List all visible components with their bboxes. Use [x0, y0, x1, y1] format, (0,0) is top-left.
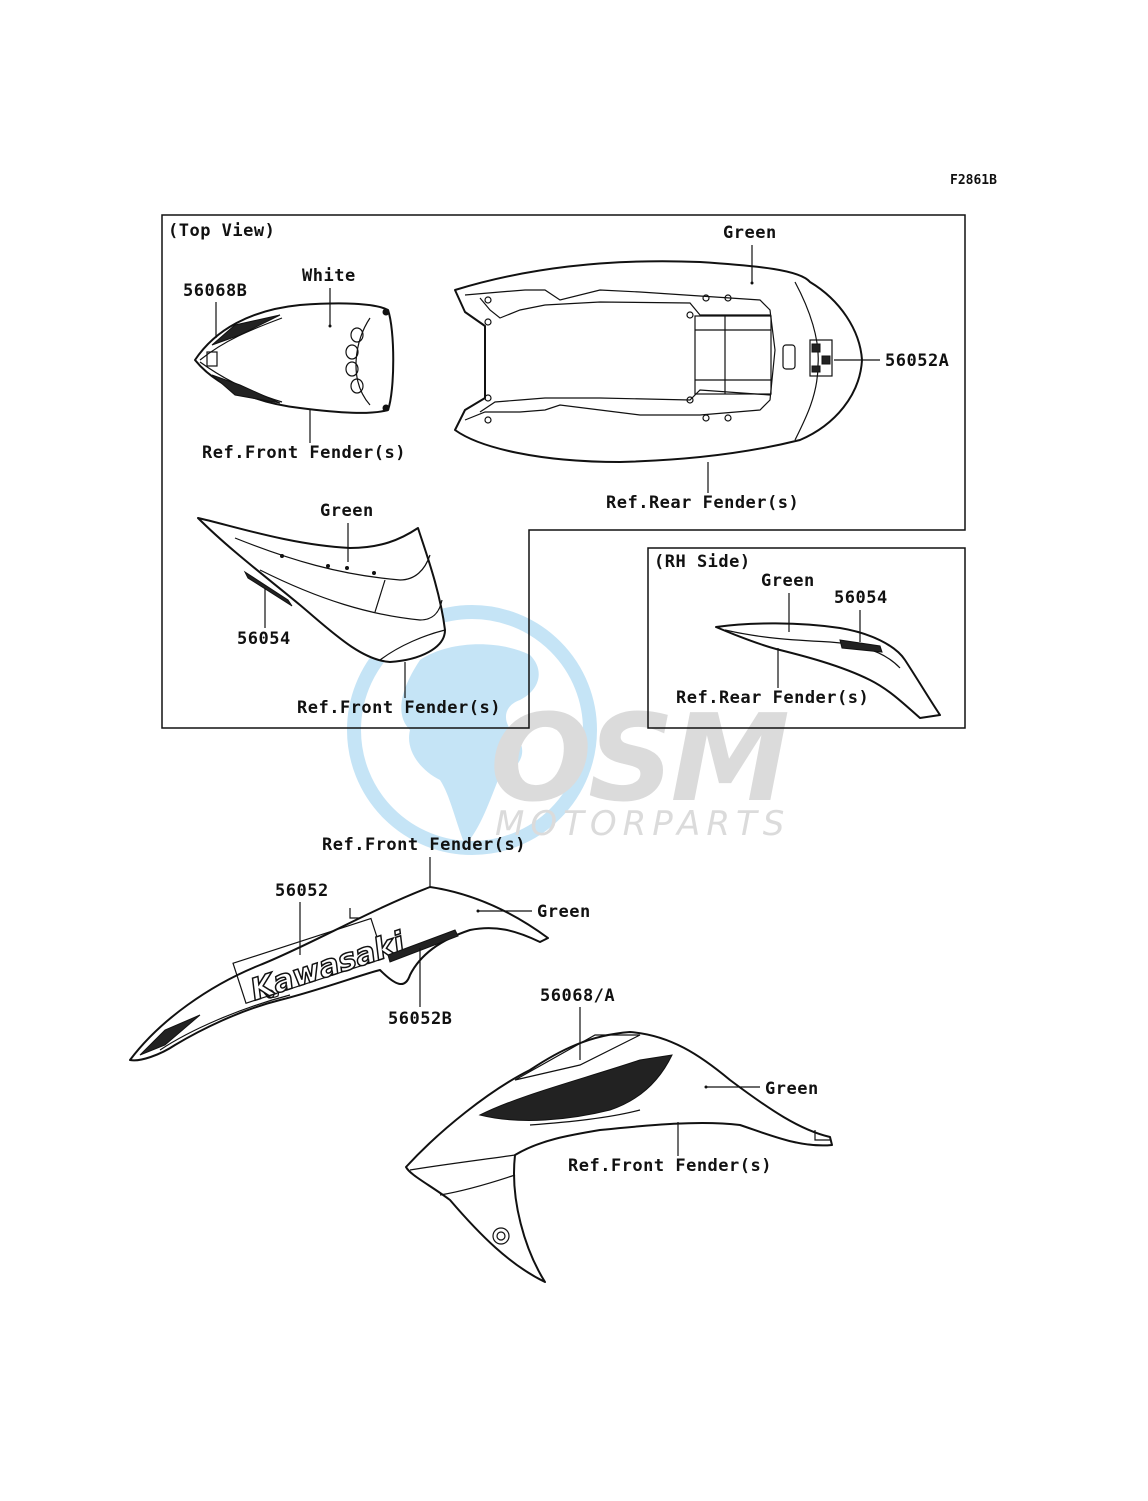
label-ref-front-fender-4: Ref.Front Fender(s) [568, 1156, 772, 1176]
label-ref-front-fender-3: Ref.Front Fender(s) [322, 835, 526, 855]
label-green-shroud: Green [765, 1079, 819, 1099]
label-ref-rear-fender-2: Ref.Rear Fender(s) [676, 688, 869, 708]
top-view-title: (Top View) [168, 221, 275, 241]
watermark-tagline: MOTORPARTS [495, 804, 790, 844]
label-56054-rh: 56054 [834, 588, 888, 608]
rh-side-title: (RH Side) [654, 552, 751, 572]
label-white: White [302, 266, 356, 286]
label-ref-rear-fender-1: Ref.Rear Fender(s) [606, 493, 799, 513]
label-ref-front-fender-2: Ref.Front Fender(s) [297, 698, 501, 718]
label-56052B: 56052B [388, 1009, 452, 1029]
label-green-side-panel: Green [320, 501, 374, 521]
label-green-rear-top: Green [723, 223, 777, 243]
watermark: OSM MOTORPARTS [347, 605, 791, 855]
label-ref-front-fender-1: Ref.Front Fender(s) [202, 443, 406, 463]
rear-fender-top [454, 260, 863, 463]
side-panel [197, 517, 446, 663]
label-56052A: 56052A [885, 351, 949, 371]
globe-icon [347, 605, 597, 855]
continent-shape [401, 644, 539, 845]
rh-side-rear-fender [715, 622, 941, 719]
front-fender-top [194, 302, 395, 414]
front-cowl [129, 886, 549, 1062]
56052B-decal [387, 929, 459, 963]
shroud [405, 1031, 833, 1283]
watermark-logo: OSM [490, 690, 787, 829]
label-56054-left: 56054 [237, 629, 291, 649]
rh-side-frame [647, 547, 966, 729]
label-56052: 56052 [275, 881, 329, 901]
figure-code: F2861B [950, 173, 997, 188]
label-green-cowl: Green [537, 902, 591, 922]
label-green-rh: Green [761, 571, 815, 591]
label-56068A: 56068/A [540, 986, 615, 1006]
top-view-frame [161, 214, 966, 729]
label-56068B: 56068B [183, 281, 247, 301]
